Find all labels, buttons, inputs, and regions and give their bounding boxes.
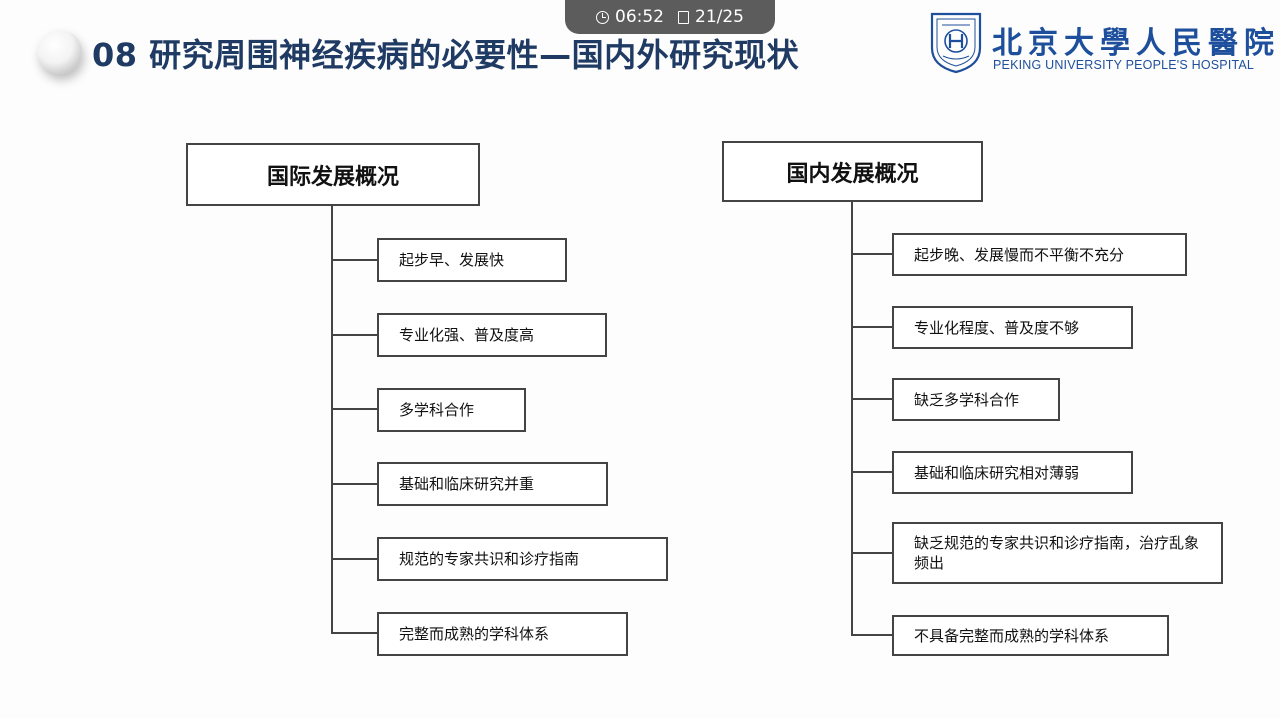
page-icon xyxy=(678,10,689,24)
international-item: 基础和临床研究并重 xyxy=(377,462,608,506)
tree-branch xyxy=(851,326,893,328)
hospital-logo: 北京大學人民醫院 PEKING UNIVERSITY PEOPLE'S HOSP… xyxy=(928,8,1274,80)
international-item: 完整而成熟的学科体系 xyxy=(377,612,628,656)
domestic-item: 专业化程度、普及度不够 xyxy=(892,306,1133,349)
hospital-name-cn: 北京大學人民醫院 xyxy=(992,26,1280,61)
tree-trunk xyxy=(331,206,333,634)
tree-branch xyxy=(851,471,893,473)
hospital-seal-icon xyxy=(930,12,982,74)
domestic-heading: 国内发展概况 xyxy=(722,141,983,202)
domestic-item: 不具备完整而成熟的学科体系 xyxy=(892,615,1169,656)
domestic-item: 基础和临床研究相对薄弱 xyxy=(892,451,1133,494)
domestic-item: 起步晚、发展慢而不平衡不充分 xyxy=(892,233,1187,276)
tree-branch xyxy=(851,253,893,255)
tree-branch xyxy=(851,398,893,400)
tree-branch xyxy=(331,632,378,634)
playback-time: 06:52 xyxy=(615,7,664,27)
tree-branch xyxy=(331,334,378,336)
tree-branch xyxy=(331,408,378,410)
tree-branch xyxy=(851,552,893,554)
tree-branch xyxy=(331,259,378,261)
international-item: 规范的专家共识和诊疗指南 xyxy=(377,537,668,581)
tree-branch xyxy=(331,558,378,560)
page-counter: 21/25 xyxy=(695,7,744,27)
domestic-item: 缺乏多学科合作 xyxy=(892,378,1060,421)
international-item: 多学科合作 xyxy=(377,388,526,432)
international-heading: 国际发展概况 xyxy=(186,143,480,206)
hospital-name-en: PEKING UNIVERSITY PEOPLE'S HOSPITAL xyxy=(993,58,1255,72)
slide-title: 08 研究周围神经疾病的必要性—国内外研究现状 xyxy=(92,36,800,74)
international-item: 起步早、发展快 xyxy=(377,238,567,282)
player-status-bar: 06:52 21/25 xyxy=(565,0,775,34)
tree-branch xyxy=(851,634,893,636)
clock-icon xyxy=(596,10,609,24)
international-item: 专业化强、普及度高 xyxy=(377,313,607,357)
decorative-sphere xyxy=(38,30,82,74)
domestic-item: 缺乏规范的专家共识和诊疗指南，治疗乱象频出 xyxy=(892,522,1223,584)
tree-trunk xyxy=(851,202,853,636)
tree-branch xyxy=(331,483,378,485)
